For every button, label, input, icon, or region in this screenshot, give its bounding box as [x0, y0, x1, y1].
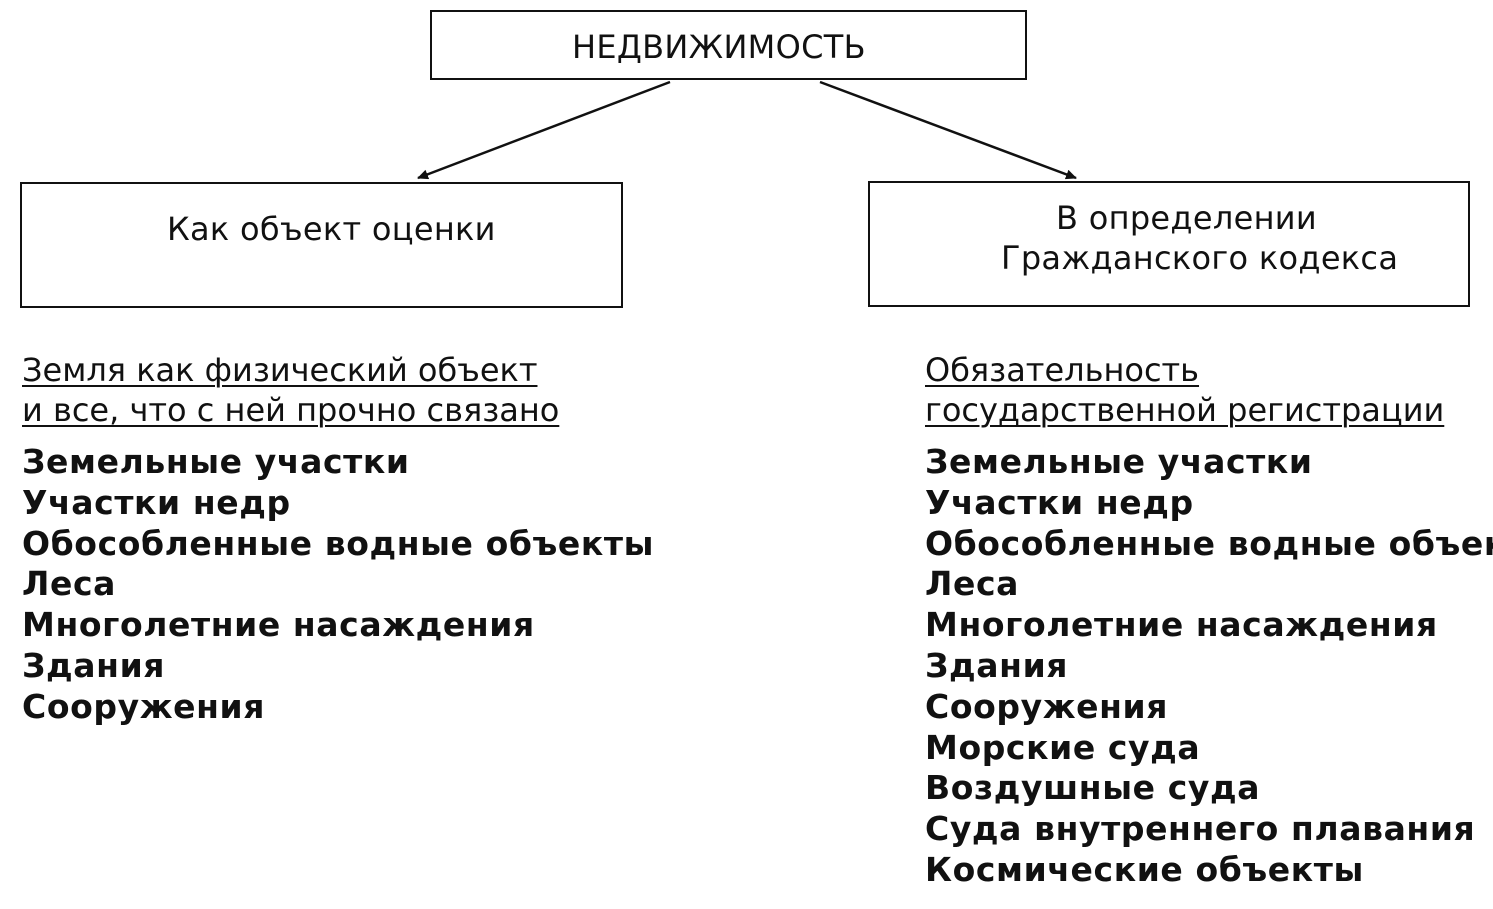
- root-node-title: НЕДВИЖИМОСТЬ: [572, 28, 866, 66]
- right-column: Обязательность государственной регистрац…: [925, 350, 1493, 891]
- list-item: Сооружения: [22, 686, 266, 726]
- arrow-to-left-box: [417, 80, 671, 180]
- left-node-title: Как объект оценки: [167, 210, 496, 248]
- list-item: Обособленные водные объекты: [22, 523, 655, 563]
- right-heading-line-2: государственной регистрации: [925, 391, 1445, 429]
- list-item: Многолетние насаждения: [22, 605, 535, 645]
- root-node-box: НЕДВИЖИМОСТЬ: [430, 10, 1027, 80]
- list-item: Воздушные суда: [925, 768, 1261, 808]
- right-column-heading: Обязательность государственной регистрац…: [925, 350, 1493, 430]
- list-item: Участки недр: [22, 482, 291, 522]
- left-column-heading: Земля как физический объект и все, что с…: [22, 350, 654, 430]
- list-item: Земельные участки: [22, 442, 410, 481]
- right-node-title-line-1: В определении: [1056, 199, 1317, 237]
- list-item: Космические объекты: [925, 849, 1364, 889]
- right-node-box: В определении Гражданского кодекса: [868, 181, 1470, 307]
- left-heading-line-1: Земля как физический объект: [22, 351, 538, 389]
- list-item: Обособленные водные объекты: [925, 523, 1493, 563]
- list-item: Многолетние насаждения: [925, 605, 1438, 645]
- right-item-list: Земельные участки Участки недр Обособлен…: [925, 442, 1493, 891]
- arrow-to-right-box: [819, 80, 1077, 180]
- list-item: Здания: [925, 645, 1069, 685]
- list-item: Земельные участки: [925, 442, 1313, 481]
- right-heading-line-1: Обязательность: [925, 351, 1200, 389]
- list-item: Суда внутреннего плавания: [925, 809, 1476, 849]
- left-column: Земля как физический объект и все, что с…: [22, 350, 654, 728]
- list-item: Морские суда: [925, 727, 1201, 767]
- list-item: Леса: [925, 564, 1020, 604]
- left-item-list: Земельные участки Участки недр Обособлен…: [22, 442, 654, 728]
- list-item: Леса: [22, 564, 117, 604]
- list-item: Здания: [22, 645, 166, 685]
- list-item: Участки недр: [925, 482, 1194, 522]
- left-heading-line-2: и все, что с ней прочно связано: [22, 391, 560, 429]
- left-node-box: Как объект оценки: [20, 182, 623, 308]
- right-node-title-line-2: Гражданского кодекса: [1001, 239, 1399, 277]
- list-item: Сооружения: [925, 686, 1169, 726]
